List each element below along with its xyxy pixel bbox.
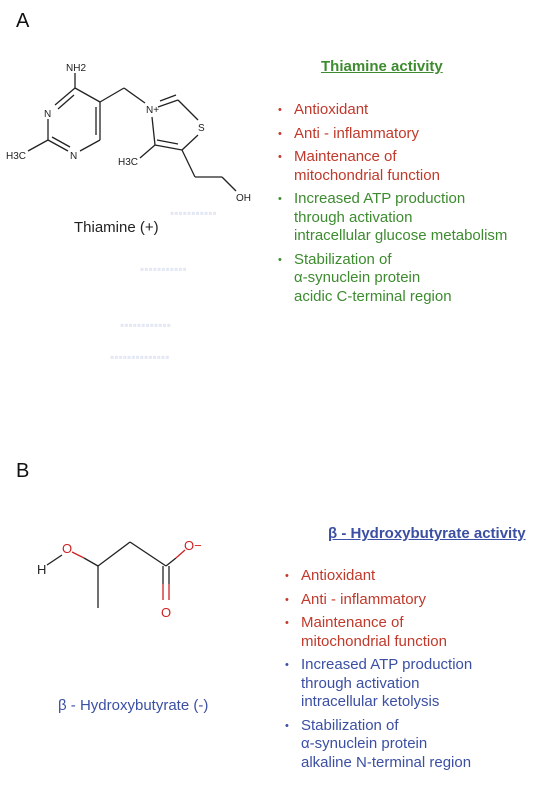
list-item: • Stabilization of α-synuclein protein a… [285, 716, 472, 771]
list-item: • Maintenance of mitochondrial function [285, 614, 447, 650]
atom-s: S [198, 123, 205, 134]
atom-h3c-ring: H3C [118, 157, 138, 168]
list-item: • Increased ATP production through activ… [285, 656, 473, 710]
atom-o-hydroxyl: O [62, 541, 72, 556]
list-item: • Increased ATP production through activ… [278, 190, 508, 244]
thiamine-structure: NH2 N N H3C N+ S H3C OH [6, 63, 251, 204]
hydroxybutyrate-structure: H O O− O [37, 538, 202, 620]
hydroxybutyrate-activity-list: • Antioxidant • Anti - inflammatory • Ma… [283, 567, 472, 777]
atom-h: H [37, 562, 46, 577]
hydroxybutyrate-caption: β - Hydroxybutyrate (-) [58, 697, 209, 714]
panel-b-letter: B [16, 460, 30, 482]
list-item: • Maintenance of mitochondrial function [278, 148, 440, 184]
panel-a-letter: A [16, 10, 30, 32]
list-item: • Antioxidant [278, 101, 369, 118]
atom-o-minus: O− [184, 538, 202, 553]
atom-n-plus: N+ [146, 105, 159, 116]
list-item: • Anti - inflammatory [285, 590, 427, 608]
atom-n-top: N [44, 109, 51, 120]
atom-oh: OH [236, 193, 251, 204]
atom-o-carbonyl: O [161, 605, 171, 620]
list-item: • Stabilization of α-synuclein protein a… [278, 250, 452, 305]
thiamine-activity-heading: Thiamine activity [321, 58, 443, 75]
atom-n-bottom: N [70, 151, 77, 162]
atom-nh2: NH2 [66, 63, 86, 74]
atom-h3c-left: H3C [6, 151, 26, 162]
thiamine-activity-list: • Antioxidant • Anti - inflammatory • Ma… [276, 101, 507, 311]
hydroxybutyrate-activity-heading: β - Hydroxybutyrate activity [328, 525, 526, 542]
list-item: • Anti - inflammatory [278, 124, 420, 142]
thiamine-caption: Thiamine (+) [74, 219, 159, 236]
list-item: • Antioxidant [285, 567, 376, 584]
